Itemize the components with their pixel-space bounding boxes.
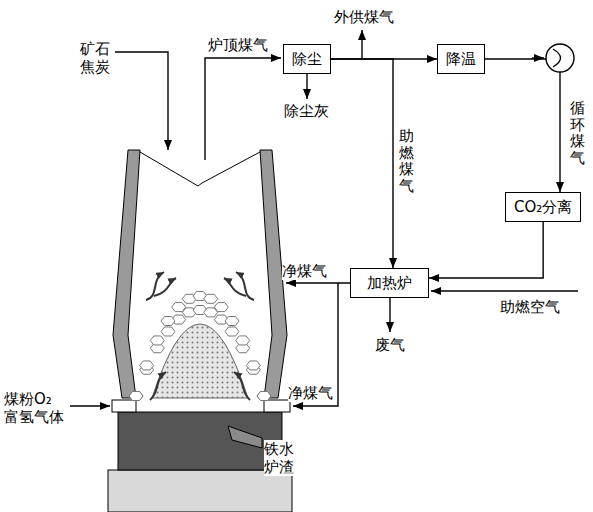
cohesive-hexagon (225, 317, 239, 326)
cohesive-hexagon (150, 336, 164, 345)
gas-flow-arrows (146, 272, 254, 400)
tap-spout (228, 426, 262, 448)
process-box: CO₂分离 (505, 192, 581, 222)
flow-label: 废气 (375, 336, 405, 354)
flow-label: 铁水 炉渣 (264, 440, 299, 476)
top-gas-line (205, 58, 281, 160)
furnace-wall (113, 150, 140, 398)
cohesive-hexagon (129, 392, 143, 401)
cohesive-hexagon (161, 327, 175, 336)
deadman-coke (152, 324, 248, 398)
cohesive-hexagon (236, 336, 250, 345)
cohesive-hexagon (129, 392, 143, 401)
connector-label: 助燃煤气 (399, 128, 414, 194)
cohesive-hexagon (257, 392, 271, 401)
flow-label: 除尘灰 (284, 102, 329, 120)
clean-gas-arrow (286, 282, 350, 283)
fan-blade (553, 49, 561, 67)
gas-arrow (150, 372, 166, 400)
hearth (118, 412, 282, 470)
gas-arrow (224, 278, 246, 296)
tuyere (112, 400, 136, 412)
box-label: 除尘 (292, 50, 322, 68)
flow-label: 矿石 焦炭 (80, 40, 115, 76)
fan-casing (546, 44, 574, 72)
cohesive-hexagon (257, 392, 271, 401)
box-label: 降温 (446, 50, 476, 68)
air-arrow (431, 290, 578, 291)
tuyere (264, 400, 290, 412)
flow-lines (68, 30, 578, 406)
flow-label: 外供煤气 (334, 8, 394, 26)
connector-label: 循环煤气 (570, 100, 585, 166)
cohesive-hexagon (204, 294, 218, 303)
burden-surface (140, 152, 260, 186)
cohesive-hexagon (214, 303, 228, 312)
charge-arrow (114, 52, 168, 150)
flow-label: 煤粉O₂ 富氢气体 (4, 390, 70, 426)
cohesive-hexagon (246, 361, 260, 370)
export-gas-arrow (361, 30, 362, 58)
process-box: 除尘 (283, 44, 331, 74)
flow-label: 助燃空气 (500, 298, 560, 316)
injection-arrow (68, 405, 110, 406)
flow-label: 净煤气 (282, 262, 327, 280)
cohesive-zone (129, 292, 271, 401)
box-label: 加热炉 (367, 274, 412, 292)
gas-arrow (234, 372, 250, 400)
box-label: CO₂分离 (514, 198, 572, 216)
cohesive-hexagon (161, 317, 175, 326)
dust-arrow (306, 72, 307, 99)
flow-connector (331, 59, 393, 268)
furnace-base (108, 470, 292, 512)
flow-connector (485, 59, 560, 192)
cohesive-hexagon (172, 303, 186, 312)
process-box: 降温 (437, 44, 485, 74)
flow-connector (429, 222, 543, 278)
gas-arrow (154, 278, 176, 296)
cohesive-hexagon (140, 361, 154, 370)
fan-symbol (546, 44, 574, 72)
flue-gas-arrow (389, 298, 390, 332)
process-box: 加热炉 (350, 268, 429, 298)
cohesive-hexagon (225, 327, 239, 336)
flow-label: 炉顶煤气 (208, 36, 268, 54)
fan-inlet-arrow (532, 57, 544, 58)
flow-label: 净煤气 (288, 384, 333, 402)
